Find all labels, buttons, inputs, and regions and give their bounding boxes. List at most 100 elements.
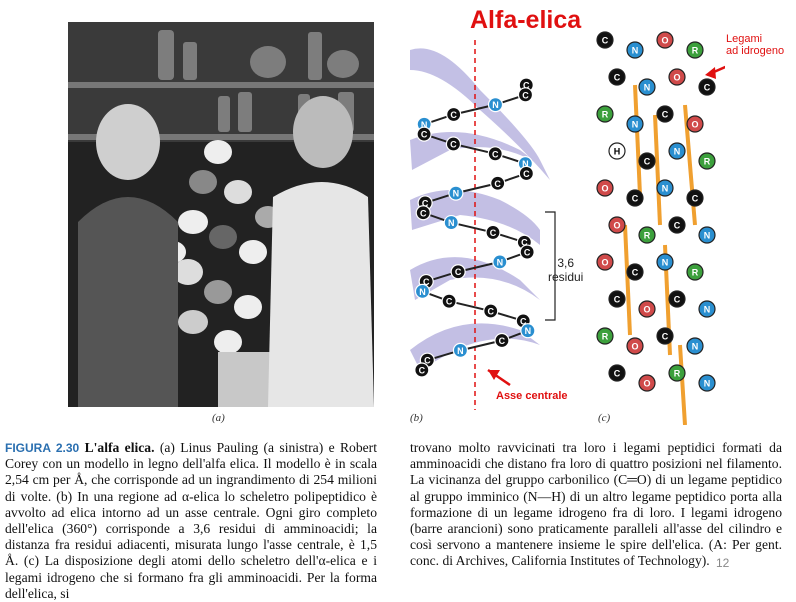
atom-o bbox=[686, 115, 704, 133]
atom-symbol: N bbox=[704, 305, 711, 315]
atom-symbol: N bbox=[662, 258, 669, 268]
atom-symbol: C bbox=[632, 194, 639, 204]
residues-value: 3,6 bbox=[557, 256, 575, 270]
atom-symbol: C bbox=[450, 139, 457, 149]
atom-c bbox=[596, 31, 614, 49]
atom-symbol: N bbox=[492, 100, 499, 110]
atom-c bbox=[415, 205, 431, 221]
atom-o bbox=[596, 179, 614, 197]
atom-symbol: O bbox=[661, 36, 668, 46]
atom-symbol: C bbox=[499, 336, 506, 346]
atom-symbol: C bbox=[523, 169, 530, 179]
atom-symbol: N bbox=[674, 147, 681, 157]
atom-n bbox=[638, 78, 656, 96]
atom-n bbox=[686, 337, 704, 355]
atom-symbol: C bbox=[492, 149, 499, 159]
atom-c bbox=[626, 263, 644, 281]
atom-symbol: O bbox=[601, 258, 608, 268]
atom-n bbox=[626, 115, 644, 133]
atom-symbol: C bbox=[455, 267, 462, 277]
atom-c bbox=[656, 105, 674, 123]
atom-symbol: N bbox=[525, 326, 532, 336]
atom-symbol: C bbox=[424, 356, 431, 366]
atom-r bbox=[686, 41, 704, 59]
atom-c bbox=[487, 146, 503, 162]
atom-symbol: C bbox=[614, 369, 621, 379]
atom-symbol: N bbox=[644, 83, 651, 93]
atom-symbol: N bbox=[453, 189, 460, 199]
atom-n bbox=[487, 97, 504, 113]
atom-symbol: C bbox=[674, 295, 681, 305]
atom-symbol: O bbox=[691, 120, 698, 130]
residues-per-turn-label: 3,6 residui bbox=[548, 256, 583, 284]
atom-symbol: N bbox=[457, 346, 464, 356]
atom-c bbox=[638, 152, 656, 170]
atom-symbol: C bbox=[420, 208, 427, 218]
atom-c bbox=[608, 290, 626, 308]
atom-n bbox=[492, 254, 508, 270]
atom-c bbox=[608, 364, 626, 382]
atom-symbol: N bbox=[421, 120, 428, 130]
atom-c bbox=[483, 303, 499, 319]
atom-symbol: C bbox=[692, 194, 699, 204]
atom-symbol: C bbox=[490, 228, 497, 238]
atom-symbol: R bbox=[704, 157, 711, 167]
atom-n bbox=[698, 226, 716, 244]
atom-c bbox=[698, 78, 716, 96]
atom-o bbox=[608, 216, 626, 234]
atom-n bbox=[448, 185, 464, 201]
caption-right-column: trovano molto ravvicinati tra loro i leg… bbox=[410, 440, 782, 570]
caption-left-column: FIGURA 2.30 L'alfa elica. (a) Linus Paul… bbox=[5, 440, 377, 602]
caption-left-text: (a) Linus Pauling (a sinistra) e Robert … bbox=[5, 440, 377, 601]
atom-symbol: O bbox=[613, 221, 620, 231]
figure-number: FIGURA 2.30 bbox=[5, 441, 80, 455]
atom-symbol: C bbox=[423, 277, 430, 287]
atom-o bbox=[626, 337, 644, 355]
atom-c bbox=[686, 189, 704, 207]
atom-c bbox=[668, 290, 686, 308]
atom-symbol: C bbox=[704, 83, 711, 93]
atom-o bbox=[656, 31, 674, 49]
turn-bracket bbox=[545, 211, 556, 321]
atom-symbol: C bbox=[523, 81, 530, 91]
atom-symbol: N bbox=[419, 287, 426, 297]
atom-r bbox=[638, 226, 656, 244]
atom-symbol: C bbox=[422, 198, 429, 208]
atom-c bbox=[450, 264, 466, 280]
panel-a-label: (a) bbox=[212, 412, 225, 424]
atom-r bbox=[698, 152, 716, 170]
atom-symbol: C bbox=[494, 179, 501, 189]
atom-symbol: C bbox=[602, 36, 609, 46]
caption-right-text: trovano molto ravvicinati tra loro i leg… bbox=[410, 440, 782, 569]
atom-n bbox=[698, 300, 716, 318]
hydrogen-bonds-label: Legami ad idrogeno bbox=[726, 33, 784, 57]
atom-r bbox=[596, 327, 614, 345]
atom-symbol: R bbox=[602, 332, 609, 342]
atom-n bbox=[443, 214, 459, 231]
atom-symbol: C bbox=[419, 366, 426, 376]
atom-symbol: R bbox=[644, 231, 651, 241]
page-number: 12 bbox=[716, 556, 730, 570]
atom-c bbox=[608, 68, 626, 86]
atom-c bbox=[668, 216, 686, 234]
atom-symbol: C bbox=[644, 157, 651, 167]
atom-symbol: N bbox=[632, 46, 639, 56]
atom-c bbox=[414, 362, 430, 378]
atom-symbol: N bbox=[704, 379, 711, 389]
hbond-label-line2: ad idrogeno bbox=[726, 45, 785, 57]
pauling-corey-photo bbox=[68, 22, 374, 407]
atom-symbol: H bbox=[614, 147, 621, 157]
atom-symbol: C bbox=[450, 110, 457, 120]
atom-symbol: O bbox=[631, 342, 638, 352]
atom-symbol: R bbox=[602, 110, 609, 120]
atom-symbol: O bbox=[673, 73, 680, 83]
atom-c bbox=[519, 244, 535, 260]
atom-c bbox=[441, 293, 457, 309]
atom-c bbox=[416, 126, 432, 142]
atom-c bbox=[446, 106, 462, 123]
atom-c bbox=[490, 175, 506, 191]
slide-title: Alfa-elica bbox=[470, 6, 582, 34]
